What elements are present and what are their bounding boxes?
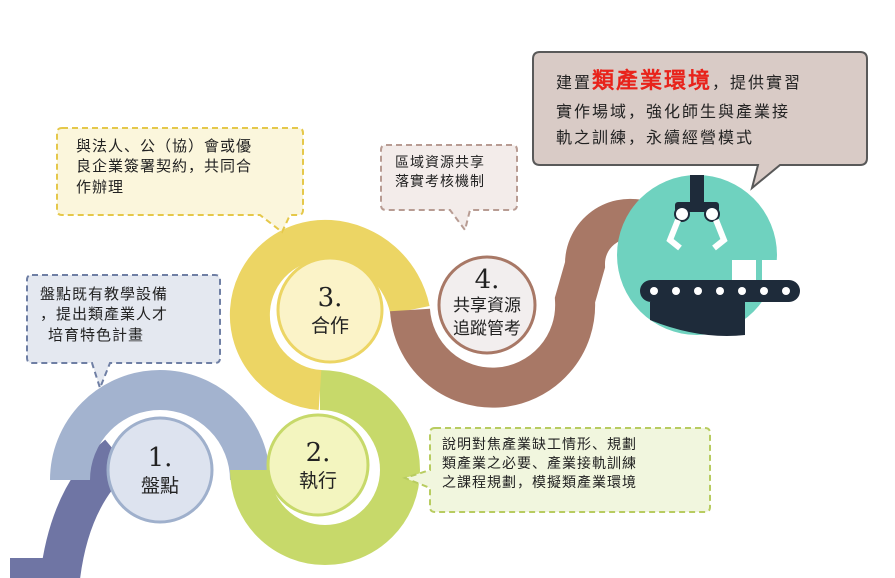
callout-goal (532, 51, 868, 191)
callout-share (380, 144, 518, 233)
step-3: 3. 合作 (278, 270, 382, 354)
callout-goal-text: 建置類產業環境，提供實習 實作場域，強化師生與產業接 軌之訓練，永續經營模式 (556, 64, 856, 150)
step-2: 2. 執行 (268, 425, 368, 509)
callout-goal-line1-pre: 建置 (556, 73, 593, 92)
step-3-label: 合作 (310, 315, 349, 337)
callout-cooperate-text: 與法人、公（協）會或優 良企業簽署契約，共同合 作辦理 (76, 136, 302, 197)
callout-cooperate-line3: 作辦理 (76, 177, 125, 196)
callout-inventory-line1: 盤點既有教學設備 (40, 285, 169, 303)
path-segment-3 (229, 219, 430, 410)
step-3-circle (276, 256, 384, 364)
step-1: 1. 盤點 (108, 430, 212, 514)
callout-cooperate (56, 127, 304, 234)
callout-goal-highlight: 類產業環境 (592, 69, 713, 94)
callout-inventory-line2: ，提出類產業人才 (40, 305, 169, 324)
callout-cooperate-line2: 良企業簽署契約，共同合 (76, 157, 253, 176)
callout-inventory-text: 盤點既有教學設備 ，提出類產業人才 培育特色計畫 (40, 284, 218, 345)
callout-execute-text: 說明對焦產業缺工情形、規劃 類產業之必要、產業接軌訓練 之課程規劃，模擬類產業環… (442, 436, 708, 493)
box-icon (732, 260, 756, 280)
path-segment-1-arc (50, 370, 270, 481)
callout-share-line2: 落實考核機制 (395, 173, 485, 190)
callout-share-line1: 區域資源共享 (395, 155, 485, 171)
step-1-label: 盤點 (140, 475, 179, 497)
callout-share-text: 區域資源共享 落實考核機制 (395, 154, 515, 192)
callout-goal-line1-post: ，提供實習 (712, 73, 803, 92)
callout-cooperate-line1: 與法人、公（協）會或優 (76, 137, 253, 155)
step-3-number: 3. (317, 283, 343, 314)
step-2-circle (266, 413, 370, 517)
step-1-number: 1. (147, 443, 173, 474)
conveyor-belt-icon (640, 280, 800, 336)
callout-goal-line1: 建置類產業環境，提供實習 (556, 64, 856, 99)
step-4-label-line2: 追蹤管考 (453, 319, 521, 340)
step-4: 4. 共享資源 追蹤管考 (439, 256, 535, 352)
step-4-circle (437, 255, 537, 355)
path-segment-4 (390, 198, 645, 408)
step-4-label-line1: 共享資源 (453, 295, 521, 316)
callout-goal-line3: 軌之訓練，永續經營模式 (556, 127, 755, 147)
callout-inventory-line3: 培育特色計畫 (48, 325, 145, 344)
callout-execute-line2: 類產業之必要、產業接軌訓練 (442, 455, 637, 472)
factory-illustration (617, 175, 800, 336)
path-segment-2 (230, 370, 421, 565)
callout-execute-line3: 之課程規劃，模擬類產業環境 (442, 474, 637, 491)
callout-goal-line2: 實作場域，強化師生與產業接 (556, 102, 791, 122)
robot-arm-icon (666, 175, 728, 251)
path-segment-1 (10, 439, 132, 578)
callout-execute (402, 427, 711, 513)
callout-inventory (26, 274, 221, 391)
callout-execute-line1: 說明對焦產業缺工情形、規劃 (442, 437, 637, 453)
step-4-number: 4. (474, 264, 500, 295)
box-icon (762, 260, 786, 280)
step-1-circle (106, 416, 214, 524)
step-2-label: 執行 (298, 470, 337, 492)
step-2-number: 2. (305, 438, 331, 469)
